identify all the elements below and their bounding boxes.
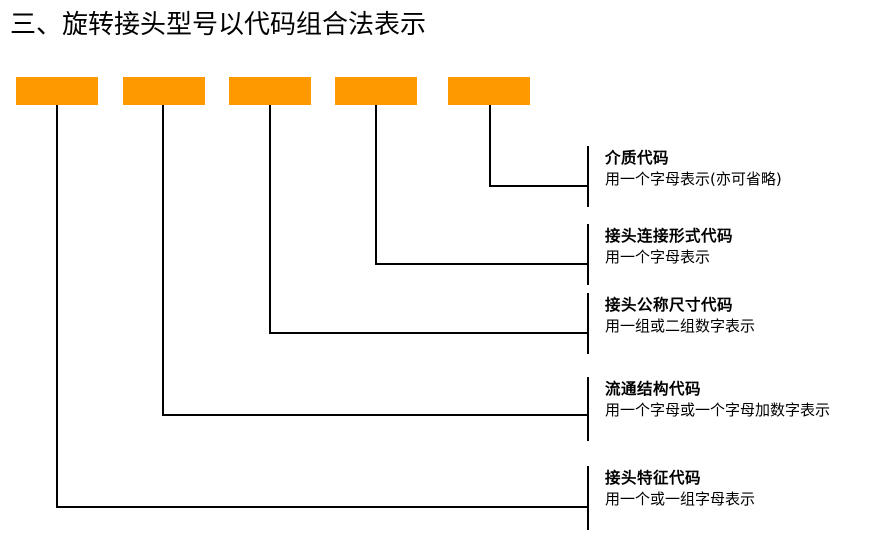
callout-bar-joint-feature-code	[587, 466, 589, 530]
leader-line-block4-horizontal	[375, 263, 589, 265]
callout-bar-connection-form-code	[587, 224, 589, 285]
code-block-4[interactable]	[335, 77, 417, 105]
callout-desc-nominal-size-code: 用一组或二组数字表示	[605, 317, 756, 335]
page-title: 三、旋转接头型号以代码组合法表示	[10, 10, 427, 40]
callout-desc-medium-code: 用一个字母表示(亦可省略)	[605, 170, 782, 188]
callout-nominal-size-code: 接头公称尺寸代码 用一组或二组数字表示	[605, 295, 873, 337]
callout-connection-form-code: 接头连接形式代码 用一个字母表示	[605, 226, 873, 268]
leader-line-block1-horizontal	[56, 506, 589, 508]
leader-line-block4-vertical	[375, 105, 377, 265]
callout-title-flow-structure-code: 流通结构代码	[605, 380, 702, 398]
callout-joint-feature-code: 接头特征代码 用一个或一组字母表示	[605, 468, 873, 510]
leader-line-block2-vertical	[162, 105, 164, 416]
callout-desc-connection-form-code: 用一个字母表示	[605, 248, 711, 266]
callout-title-joint-feature-code: 接头特征代码	[605, 469, 702, 487]
leader-line-block5-vertical	[489, 105, 491, 187]
code-block-2[interactable]	[123, 77, 205, 105]
leader-line-block3-vertical	[269, 105, 271, 334]
callout-desc-joint-feature-code: 用一个或一组字母表示	[605, 490, 756, 508]
callout-title-nominal-size-code: 接头公称尺寸代码	[605, 296, 734, 314]
leader-line-block3-horizontal	[269, 332, 589, 334]
leader-line-block1-vertical	[56, 105, 58, 508]
callout-flow-structure-code: 流通结构代码 用一个字母或一个字母加数字表示	[605, 379, 855, 421]
leader-line-block2-horizontal	[162, 414, 589, 416]
callout-bar-nominal-size-code	[587, 293, 589, 354]
code-block-1[interactable]	[16, 77, 98, 105]
callout-title-medium-code: 介质代码	[605, 149, 670, 167]
callout-desc-flow-structure-code: 用一个字母或一个字母加数字表示	[605, 401, 831, 419]
code-block-3[interactable]	[229, 77, 311, 105]
leader-line-block5-horizontal	[489, 185, 589, 187]
code-block-5[interactable]	[448, 77, 530, 105]
callout-title-connection-form-code: 接头连接形式代码	[605, 227, 734, 245]
callout-medium-code: 介质代码 用一个字母表示(亦可省略)	[605, 148, 873, 190]
callout-bar-flow-structure-code	[587, 377, 589, 441]
callout-bar-medium-code	[587, 146, 589, 207]
